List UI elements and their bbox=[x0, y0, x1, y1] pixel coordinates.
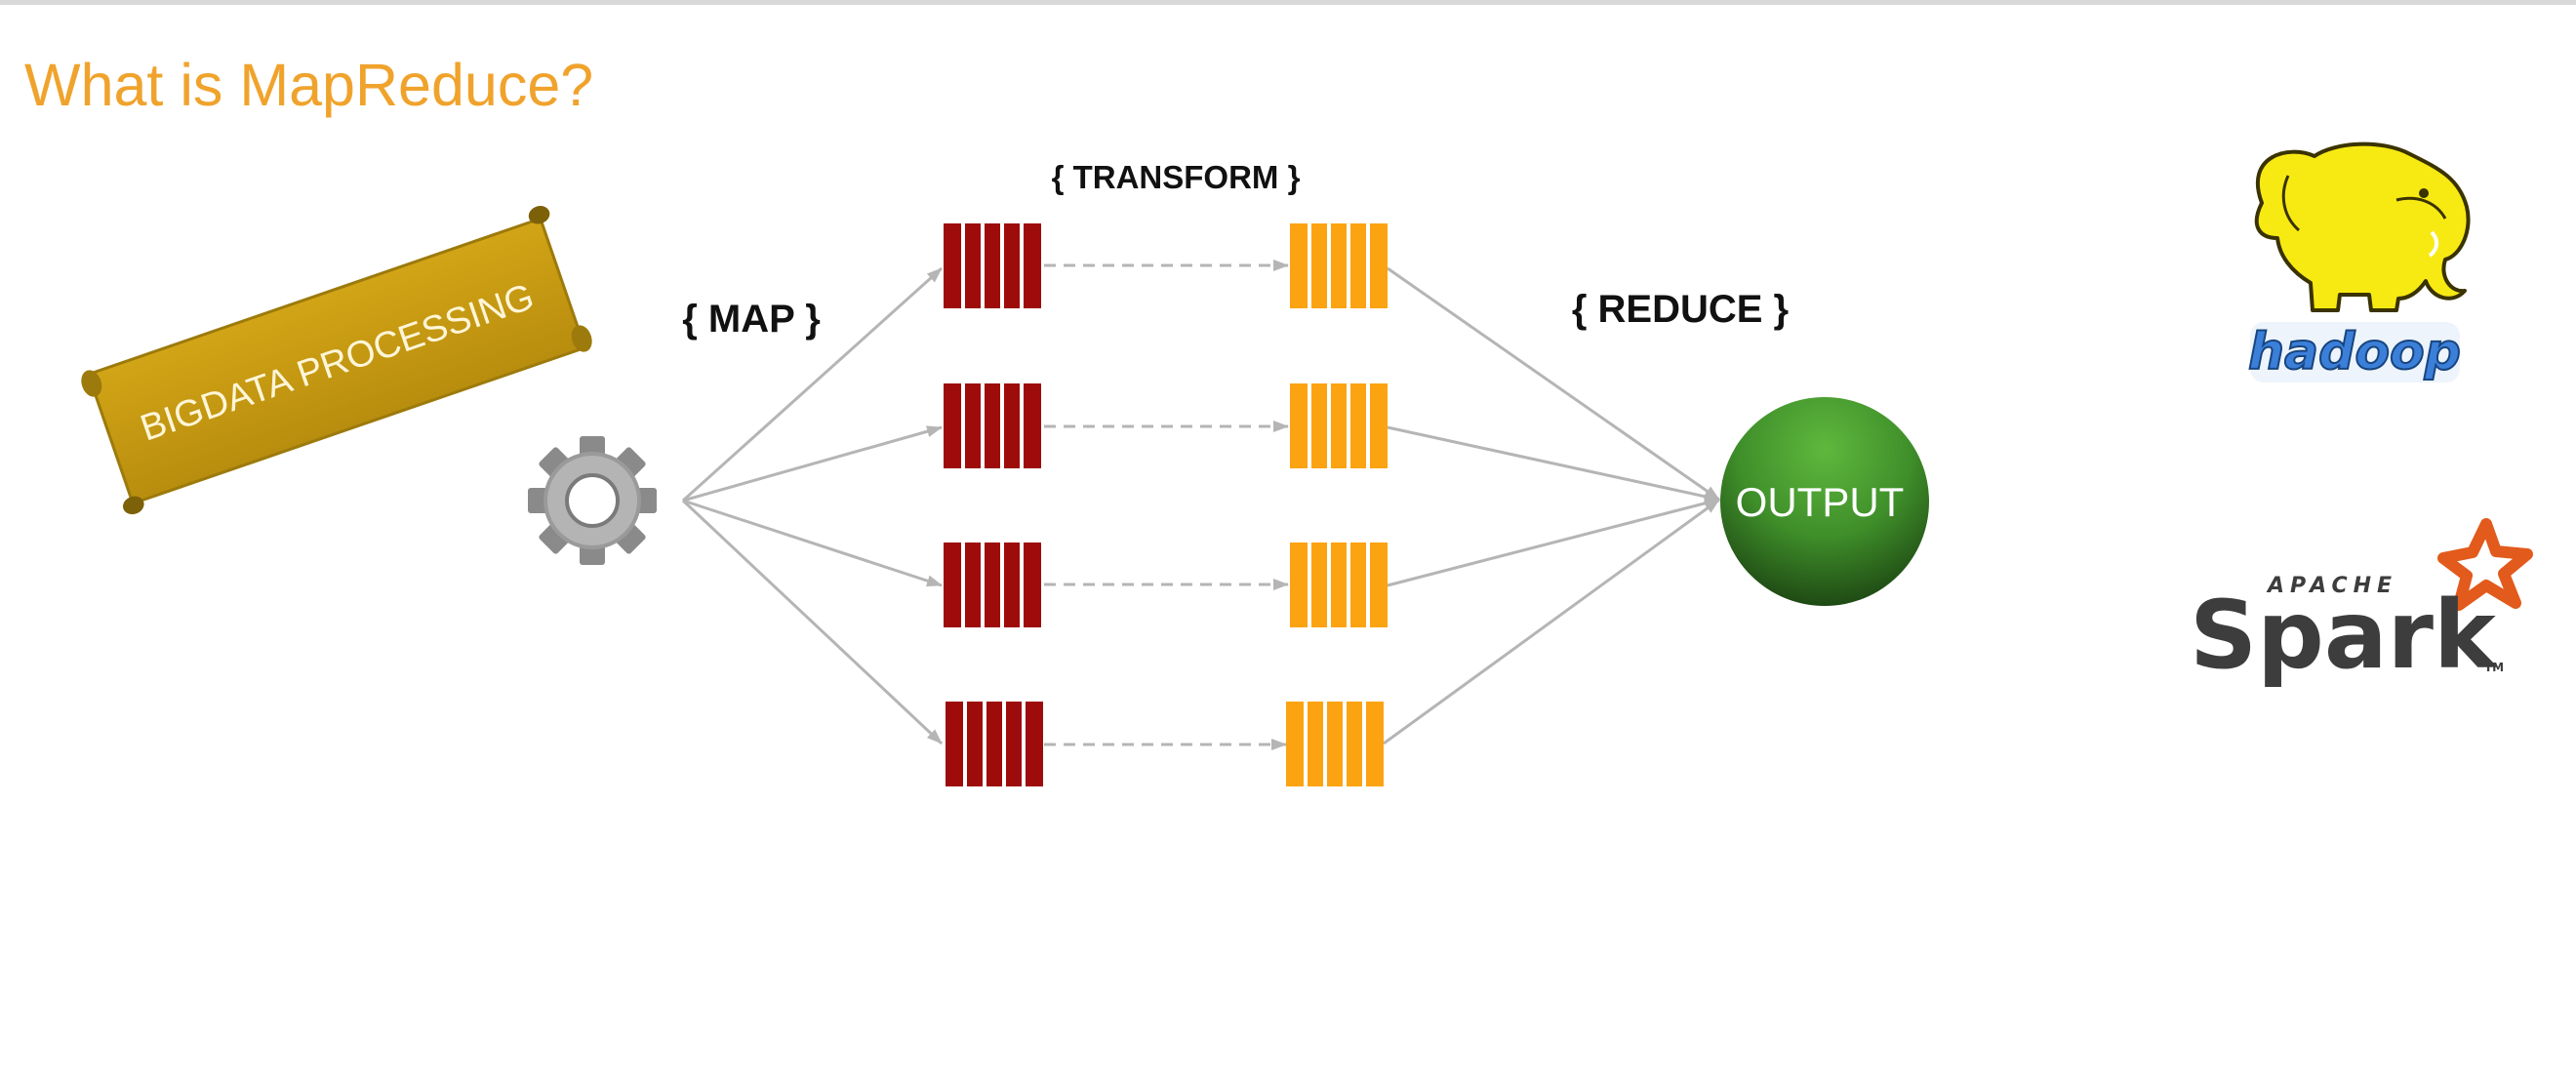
hadoop-wordmark: hadoop bbox=[2248, 323, 2461, 382]
output-node: OUTPUT bbox=[1720, 397, 1929, 606]
reduce-connector bbox=[1383, 498, 1720, 745]
spark-apache-label: APACHE bbox=[2266, 574, 2397, 598]
transform-blocks bbox=[1286, 223, 1388, 786]
spark-wordmark: Spark bbox=[2190, 581, 2498, 690]
spark-tm-label: TM bbox=[2484, 661, 2504, 674]
map-connector bbox=[682, 425, 943, 503]
hadoop-logo: hadoop bbox=[2247, 141, 2471, 382]
transform-block bbox=[1290, 383, 1388, 468]
reduce-label: { REDUCE } bbox=[1572, 288, 1789, 331]
map-blocks bbox=[944, 223, 1043, 786]
map-block bbox=[944, 543, 1041, 627]
reduce-connector bbox=[1387, 497, 1720, 587]
transform-label: { TRANSFORM } bbox=[1052, 159, 1301, 195]
transform-connectors bbox=[1044, 260, 1289, 750]
spark-logo: APACHE Spark TM bbox=[2190, 518, 2533, 690]
map-connectors bbox=[681, 266, 944, 745]
slide-title: What is MapReduce? bbox=[24, 52, 594, 118]
output-label: OUTPUT bbox=[1736, 479, 1905, 525]
transform-block bbox=[1290, 223, 1388, 308]
map-connector bbox=[681, 499, 944, 745]
transform-block bbox=[1286, 702, 1384, 786]
reduce-connector bbox=[1387, 266, 1720, 502]
top-divider bbox=[0, 0, 2576, 5]
gear-icon bbox=[528, 436, 657, 565]
map-label: { MAP } bbox=[682, 298, 821, 341]
map-block bbox=[946, 702, 1043, 786]
bigdata-banner: BIGDATA PROCESSING bbox=[81, 206, 592, 515]
map-connector bbox=[681, 266, 944, 503]
reduce-connectors bbox=[1383, 266, 1720, 745]
transform-block bbox=[1290, 543, 1388, 627]
hadoop-elephant-icon bbox=[2254, 141, 2471, 312]
map-block bbox=[944, 223, 1041, 308]
map-block bbox=[944, 383, 1041, 468]
map-connector bbox=[682, 499, 943, 587]
spark-star-icon bbox=[2437, 518, 2533, 611]
reduce-connector bbox=[1387, 425, 1720, 503]
